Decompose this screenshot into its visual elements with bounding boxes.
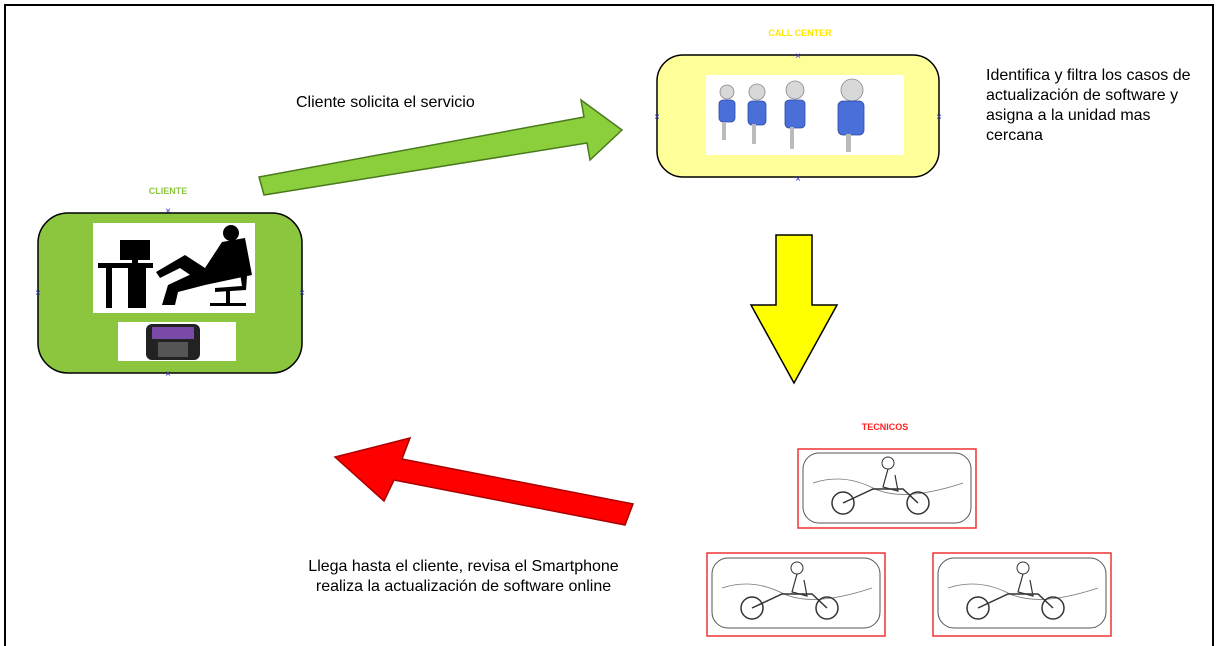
- cliente-anchor-top: ×: [165, 206, 171, 217]
- diagram-frame: [4, 4, 1214, 646]
- call-center-anchor-right: ×: [936, 112, 942, 123]
- smartphone-icon: [118, 322, 236, 361]
- technician-card-left: [706, 552, 886, 637]
- motorcycle-technician-icon: [937, 557, 1107, 629]
- tecnicos-label: TECNICOS: [861, 422, 909, 432]
- technician-card-right: [932, 552, 1112, 637]
- motorcycle-technician-icon: [711, 557, 881, 629]
- call-center-label: CALL CENTER: [768, 28, 832, 38]
- cliente-anchor-left: ×: [35, 288, 41, 299]
- call-center-node: × × × ×: [654, 51, 942, 185]
- cliente-node: × × × ×: [35, 206, 305, 380]
- visit-arrow: [333, 436, 635, 526]
- cliente-anchor-right: ×: [299, 288, 305, 299]
- tecnicos-node: [706, 448, 1112, 637]
- call-center-anchor-bottom: ×: [795, 174, 801, 185]
- request-arrow: [258, 98, 624, 196]
- assign-text: Identifica y filtra los casos de actuali…: [986, 67, 1191, 144]
- technician-card-top: [797, 448, 977, 529]
- assign-arrow: [749, 234, 839, 385]
- cliente-anchor-bottom: ×: [165, 369, 171, 380]
- request-text: Cliente solicita el servicio: [296, 94, 475, 111]
- call-center-anchor-left: ×: [654, 112, 660, 123]
- call-center-anchor-top: ×: [795, 51, 801, 62]
- person-at-desk-icon: [93, 223, 255, 313]
- visit-text: Llega hasta el cliente, revisa el Smartp…: [308, 558, 619, 595]
- motorcycle-technician-icon: [802, 452, 972, 524]
- call-center-agents-icon: [706, 75, 904, 155]
- cliente-label: CLIENTE: [148, 186, 188, 196]
